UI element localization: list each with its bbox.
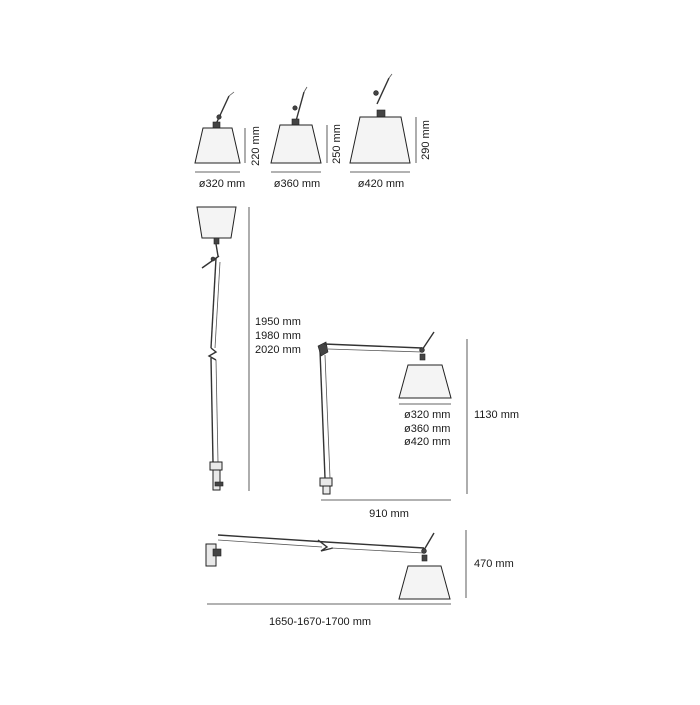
shade-medium-diameter-label: ø360 mm [274, 178, 320, 190]
floor-lamp-upper-arm [210, 257, 217, 349]
shade-large-diameter-label: ø420 mm [358, 178, 404, 190]
table-lamp-shade [398, 364, 452, 399]
table-lamp-elbow [317, 341, 329, 357]
table-lamp-upper-arm [323, 343, 423, 349]
wall-lamp-view: 470 mm 1650-1670-1700 mm [205, 530, 514, 628]
shade-large: 290 mm ø420 mm [349, 73, 432, 190]
floor-lamp-lower-arm [210, 357, 214, 463]
wall-lamp-handle [423, 532, 435, 551]
shade-medium: 250 mm ø360 mm [270, 86, 343, 190]
wall-height-label: 470 mm [474, 558, 514, 570]
floor-height-1: 1950 mm [255, 316, 301, 328]
shade-large-arm [376, 77, 390, 105]
wall-lamp-second-arm [325, 541, 425, 549]
shade-large-joint [373, 90, 379, 96]
shade-small-body [194, 127, 241, 164]
floor-lamp-view: 1950 mm 1980 mm 2020 mm [196, 206, 301, 491]
floor-height-3: 2020 mm [255, 344, 301, 356]
table-diameter-1: ø320 mm [404, 409, 450, 421]
floor-lamp-clamp [209, 461, 223, 471]
shade-medium-height-label: 250 mm [331, 124, 343, 164]
table-lamp-lower-arm [319, 350, 326, 479]
table-lamp-view: ø320 mm ø360 mm ø420 mm 1130 mm 910 mm [317, 331, 519, 520]
wall-lamp-shade [398, 565, 451, 600]
table-lamp-handle [421, 331, 435, 351]
floor-lamp-shade [196, 206, 237, 239]
table-diameter-3: ø420 mm [404, 436, 450, 448]
table-reach-label: 910 mm [369, 508, 409, 520]
table-diameter-2: ø360 mm [404, 423, 450, 435]
shade-small-diameter-label: ø320 mm [199, 178, 245, 190]
shade-large-height-label: 290 mm [420, 120, 432, 160]
shade-medium-body [270, 124, 322, 164]
shade-small: 220 mm ø320 mm [194, 91, 262, 190]
shade-small-joint [216, 114, 222, 120]
table-height-label: 1130 mm [474, 409, 519, 421]
shade-small-height-label: 220 mm [250, 126, 262, 166]
wall-lamp-first-arm [217, 534, 327, 543]
shade-medium-arm [295, 91, 305, 122]
floor-lamp-elbow [207, 347, 218, 361]
wall-lamp-elbow [317, 539, 334, 552]
shade-large-body [349, 116, 411, 164]
wall-reach-label: 1650-1670-1700 mm [269, 616, 371, 628]
floor-height-2: 1980 mm [255, 330, 301, 342]
floor-lamp-handle [201, 255, 220, 269]
shade-small-arm [215, 95, 230, 125]
shade-medium-joint [292, 105, 298, 111]
table-lamp-clamp [319, 477, 333, 487]
